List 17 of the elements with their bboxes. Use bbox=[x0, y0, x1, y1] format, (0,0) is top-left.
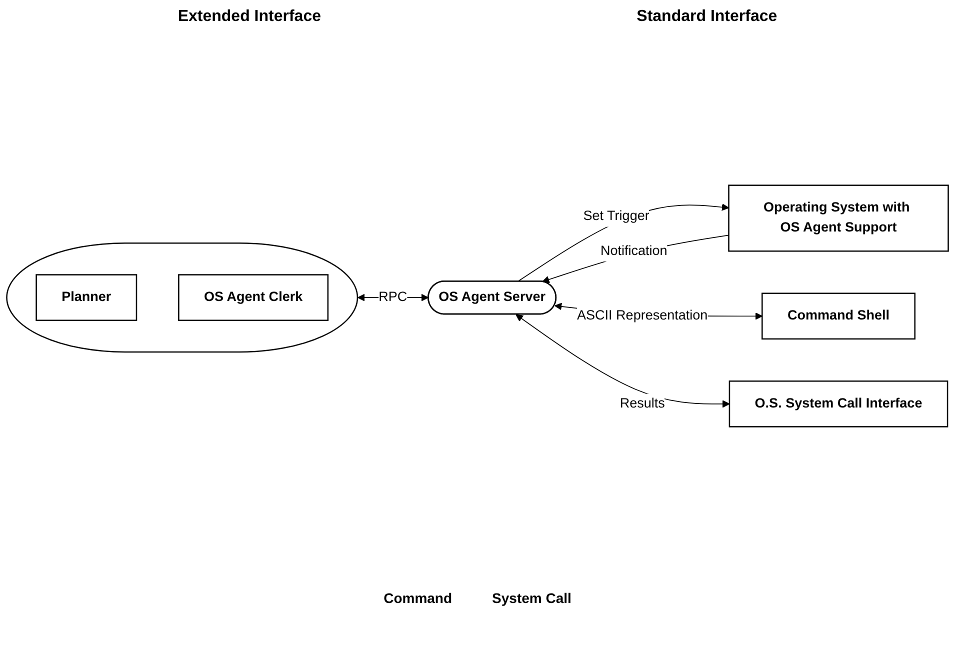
note-label: System Call bbox=[492, 590, 572, 606]
edge-label: Notification bbox=[600, 244, 668, 258]
edge-label: Set Trigger bbox=[583, 209, 650, 224]
edge-label: RPC bbox=[378, 290, 408, 304]
node-box: Planner bbox=[36, 274, 138, 321]
arrow bbox=[517, 203, 730, 282]
note-label: Command bbox=[384, 590, 452, 606]
arrow bbox=[516, 314, 730, 408]
node-box: Command Shell bbox=[762, 292, 916, 340]
arrow bbox=[542, 234, 730, 284]
region-heading: Standard Interface bbox=[636, 8, 778, 26]
edge-label: ASCII Representation bbox=[577, 308, 708, 323]
node-box: OS Agent Clerk bbox=[178, 274, 329, 321]
node-box: Operating System with OS Agent Support bbox=[728, 184, 949, 252]
region-heading: Extended Interface bbox=[178, 8, 321, 26]
edge-label: Results bbox=[620, 396, 665, 411]
node-box: O.S. System Call Interface bbox=[728, 380, 948, 428]
